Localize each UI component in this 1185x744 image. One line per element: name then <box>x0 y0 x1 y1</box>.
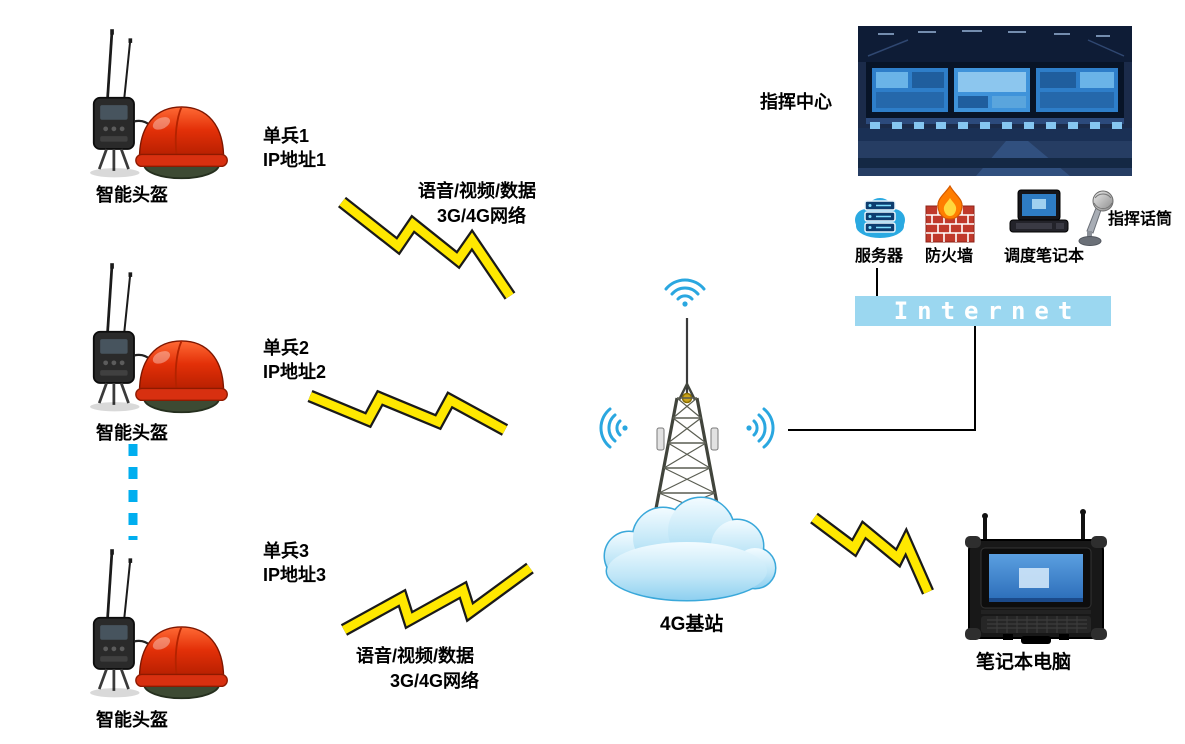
lightning-bolt-1 <box>337 196 516 300</box>
helmet-label-1: 智能头盔 <box>96 185 168 205</box>
base-station-tower <box>599 278 777 602</box>
firewall-label: 防火墙 <box>925 248 974 265</box>
internet-bar: Internet <box>855 296 1111 326</box>
wifi-signal-icon-right <box>744 407 775 449</box>
smart-helmet-icon-1 <box>88 28 229 180</box>
helmet-label-2: 智能头盔 <box>96 423 168 443</box>
command-center-photo <box>858 26 1132 176</box>
helmet-label-3: 智能头盔 <box>96 710 168 730</box>
soldier-1-name: 单兵1 <box>263 126 310 146</box>
lightning-bolt-2 <box>307 389 509 436</box>
wifi-signal-icon-left <box>599 407 630 449</box>
lightning-bolt-3 <box>340 562 534 636</box>
soldier-3-name: 单兵3 <box>263 541 310 561</box>
connector-line-internet-tower <box>788 326 976 431</box>
smart-helmet-icon-2 <box>88 262 229 414</box>
base-station-label: 4G基站 <box>660 614 724 635</box>
lightning-bolt-4 <box>810 512 934 595</box>
dispatch-laptop-icon <box>1009 189 1069 233</box>
wifi-signal-icon-top <box>664 278 706 309</box>
soldier-1-ip: IP地址1 <box>263 150 327 170</box>
soldier-3-ip: IP地址3 <box>263 565 327 585</box>
microphone-icon <box>1078 190 1114 246</box>
link-bottom-line1: 语音/视频/数据 <box>356 646 475 666</box>
command-center-label: 指挥中心 <box>760 92 832 112</box>
field-laptop-icon <box>965 509 1107 644</box>
microphone-label: 指挥话筒 <box>1108 211 1173 228</box>
server-label: 服务器 <box>855 248 904 265</box>
link-bottom-line2: 3G/4G网络 <box>390 671 480 691</box>
internet-label: Internet <box>893 297 1082 325</box>
server-icon <box>855 198 905 238</box>
soldier-2-ip: IP地址2 <box>263 362 327 382</box>
dispatch-laptop-label: 调度笔记本 <box>1004 248 1085 265</box>
firewall-icon <box>925 184 975 243</box>
network-cloud-icon <box>603 496 777 602</box>
smart-helmet-icon-3 <box>88 548 229 700</box>
link-top-line2: 3G/4G网络 <box>437 206 527 226</box>
soldier-2-name: 单兵2 <box>263 338 310 358</box>
field-laptop-label: 笔记本电脑 <box>976 652 1072 673</box>
link-top-line1: 语音/视频/数据 <box>418 181 537 201</box>
